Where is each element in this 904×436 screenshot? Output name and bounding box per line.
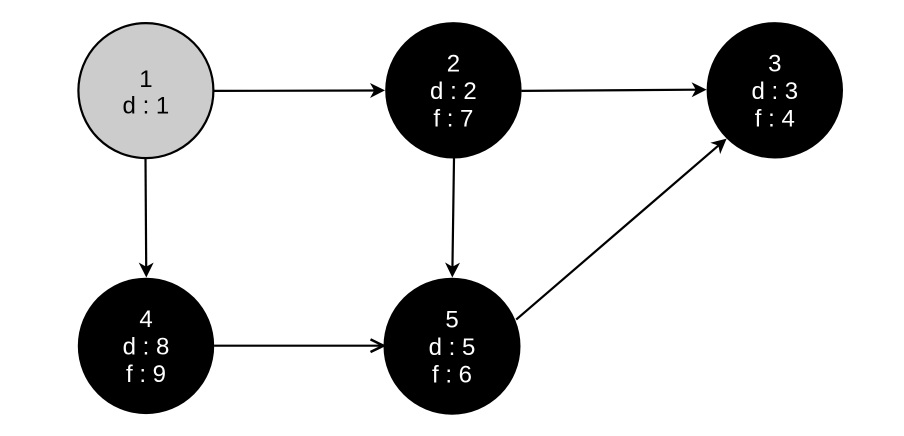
svg-text:d : 3: d : 3	[751, 78, 798, 105]
svg-text:f : 7: f : 7	[433, 106, 473, 133]
svg-text:5: 5	[445, 306, 458, 333]
svg-text:d : 1: d : 1	[123, 92, 170, 119]
svg-text:3: 3	[768, 51, 781, 78]
svg-text:f : 4: f : 4	[755, 106, 795, 133]
svg-text:1: 1	[139, 66, 152, 93]
svg-text:d : 2: d : 2	[430, 78, 477, 105]
svg-text:4: 4	[139, 306, 152, 333]
svg-text:d : 5: d : 5	[429, 334, 476, 361]
svg-text:f : 6: f : 6	[432, 361, 472, 388]
svg-text:2: 2	[447, 51, 460, 78]
svg-text:d : 8: d : 8	[123, 334, 170, 361]
svg-text:f : 9: f : 9	[126, 361, 166, 388]
